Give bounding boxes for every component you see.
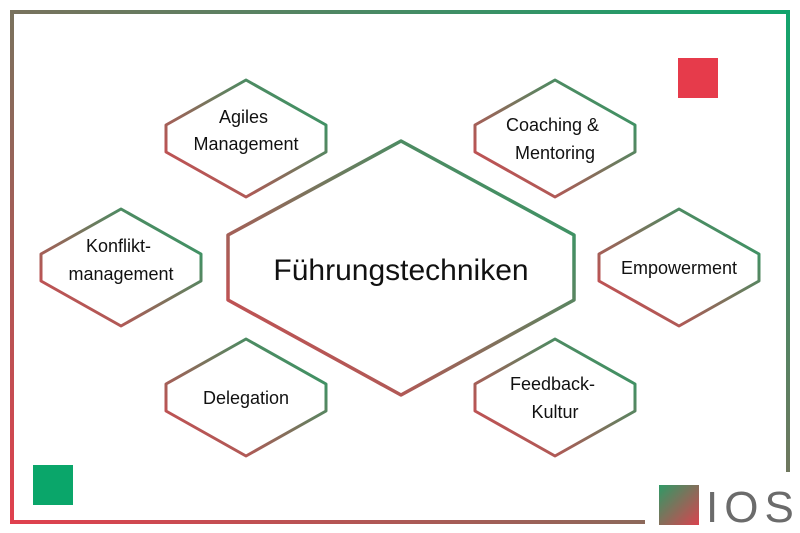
node-delegation: Delegation <box>164 337 328 458</box>
node-label-line: Empowerment <box>621 258 737 278</box>
node-label-line: Agiles <box>219 107 268 127</box>
node-label-line: Delegation <box>203 388 289 408</box>
node-label-line: Kultur <box>531 402 578 422</box>
node-label-line: Mentoring <box>515 143 595 163</box>
green-accent-square <box>33 465 73 505</box>
center-hexagon: Führungstechniken <box>226 139 576 397</box>
node-empowerment: Empowerment <box>597 207 761 328</box>
frame-border <box>10 10 790 524</box>
node-label-line: Coaching & <box>506 115 599 135</box>
svg-text:Empowerment: Empowerment <box>621 258 737 278</box>
node-konfliktmanagement: Konflikt- management <box>39 207 203 328</box>
red-accent-square <box>678 58 718 98</box>
center-hexagon-shape <box>226 139 576 397</box>
node-label-line: Management <box>193 134 298 154</box>
svg-text:Delegation: Delegation <box>203 388 289 408</box>
node-agiles-management: Agiles Management <box>164 78 328 199</box>
logo-gradient-square <box>659 485 699 525</box>
svg-text:Coaching & Mentoring: Coaching & Mentoring <box>506 115 604 163</box>
node-label-line: Konflikt- <box>86 236 151 256</box>
node-label-line: Feedback- <box>510 374 595 394</box>
svg-text:Agiles Management: Agiles Management <box>193 107 298 154</box>
logo-text: IOS <box>706 483 800 532</box>
node-feedback-kultur: Feedback- Kultur <box>473 337 637 458</box>
center-label: Führungstechniken <box>273 254 528 287</box>
node-coaching-mentoring: Coaching & Mentoring <box>473 78 637 199</box>
svg-text:Konflikt- management: Konflikt- management <box>68 236 173 284</box>
svg-text:Feedback- Kultur: Feedback- Kultur <box>510 374 600 422</box>
ios-logo: IOS <box>659 483 800 532</box>
node-label-line: management <box>68 264 173 284</box>
